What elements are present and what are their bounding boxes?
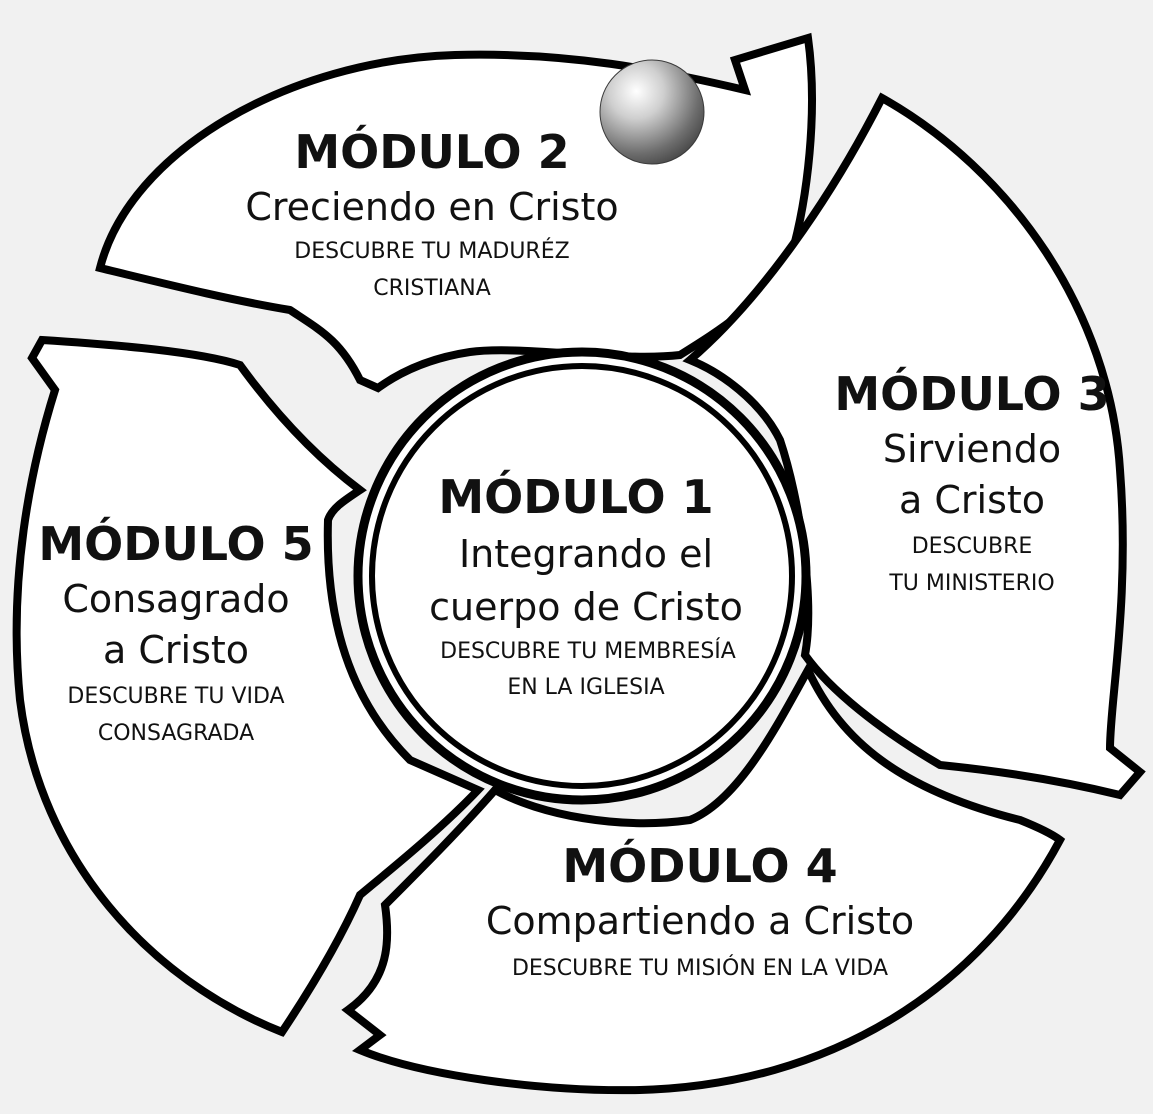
module-1-desc-line-2: EN LA IGLESIA xyxy=(507,675,664,700)
module-3-arrow xyxy=(682,92,1146,800)
module-3-desc-line-1: DESCUBRE xyxy=(912,534,1033,559)
module-4-desc-line-1: DESCUBRE TU MISIÓN EN LA VIDA xyxy=(512,955,888,981)
module-2-subtitle: Creciendo en Cristo xyxy=(245,185,618,229)
module-1-hub xyxy=(353,347,811,805)
module-1-subtitle-line-2: cuerpo de Cristo xyxy=(429,585,743,629)
module-5-subtitle-line-1: Consagrado xyxy=(62,577,289,621)
module-3-title: MÓDULO 3 xyxy=(834,367,1109,421)
module-3-desc-line-2: TU MINISTERIO xyxy=(888,571,1054,596)
module-5-arrow xyxy=(12,335,485,1037)
module-4-subtitle: Compartiendo a Cristo xyxy=(486,899,914,943)
module-2-desc-line-1: DESCUBRE TU MADURÉZ xyxy=(294,238,569,264)
module-2-title: MÓDULO 2 xyxy=(294,125,569,179)
module-3-subtitle-line-2: a Cristo xyxy=(899,478,1045,522)
module-3-subtitle-line-1: Sirviendo xyxy=(883,427,1061,471)
module-1-title: MÓDULO 1 xyxy=(438,470,713,524)
sphere-icon xyxy=(599,59,705,165)
module-5-title: MÓDULO 5 xyxy=(38,517,313,571)
module-2-desc-line-2: CRISTIANA xyxy=(373,276,491,301)
module-1-subtitle-line-1: Integrando el xyxy=(459,532,713,576)
module-5-subtitle-line-2: a Cristo xyxy=(103,628,249,672)
module-4-title: MÓDULO 4 xyxy=(562,839,837,893)
module-4-arrow xyxy=(341,661,1066,1095)
module-5-desc-line-2: CONSAGRADA xyxy=(98,721,254,746)
module-5-desc-line-1: DESCUBRE TU VIDA xyxy=(67,684,284,709)
module-1-desc-line-1: DESCUBRE TU MEMBRESÍA xyxy=(440,638,736,664)
